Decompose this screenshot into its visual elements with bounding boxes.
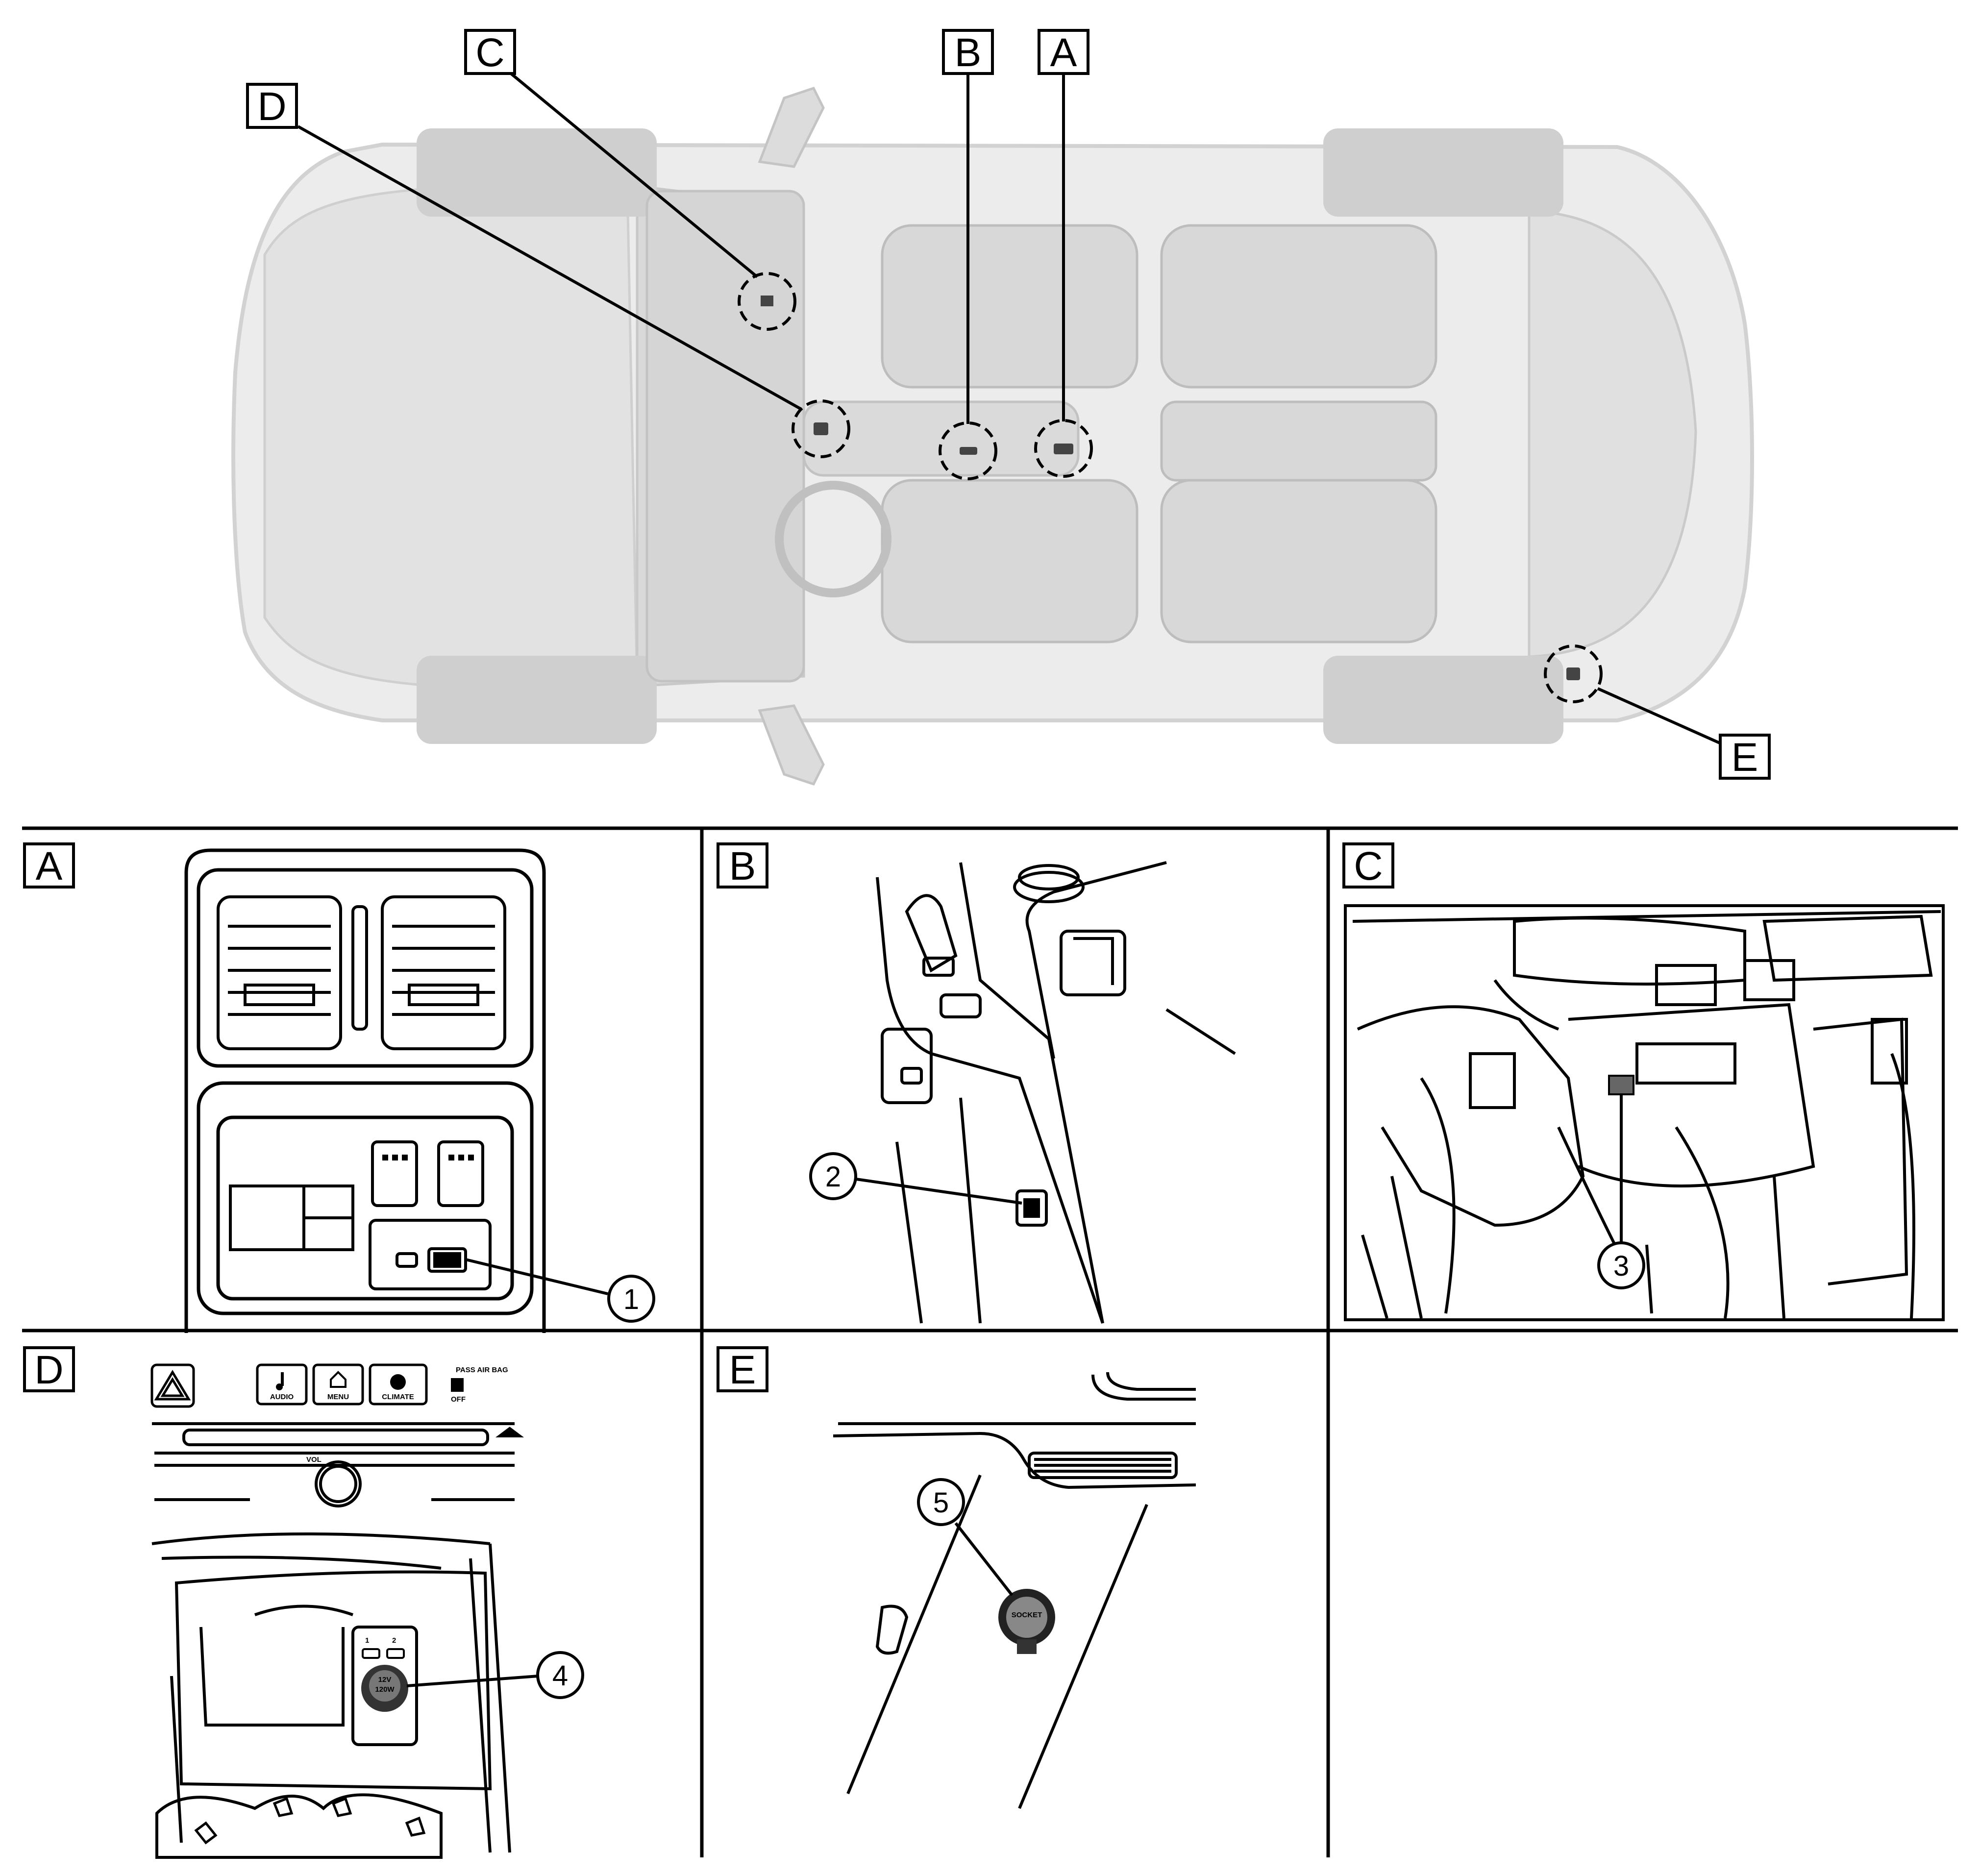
mirror-right (758, 704, 825, 786)
wiring-harness (1352, 910, 1941, 1319)
power-socket-cargo: SOCKET (998, 1589, 1055, 1654)
callout-2-number: 2 (825, 1161, 841, 1193)
rear-console-controls (229, 1140, 492, 1290)
dashed-circle-d (792, 399, 850, 458)
callout-3-number: 3 (1613, 1250, 1629, 1282)
panel-a-label: A (36, 844, 63, 889)
panel-b-label: B (729, 844, 756, 889)
svg-text:D: D (257, 84, 286, 129)
panel-c: C 3 (1342, 842, 1945, 1321)
svg-text:AUDIO: AUDIO (270, 1393, 294, 1401)
svg-text:1: 1 (365, 1636, 369, 1645)
wheel-front-right (417, 656, 657, 744)
cupholder-clips (194, 1797, 426, 1845)
panel-d: D AUDIO MENU CLIMATE PASS AIR BAG OFF (23, 1346, 584, 1859)
panel-c-label: C (1354, 844, 1383, 889)
svg-text:E: E (1732, 735, 1758, 780)
car-overview (231, 86, 1754, 786)
pass-air-bag-label: PASS AIR BAG (456, 1366, 508, 1374)
music-note-icon (276, 1372, 284, 1390)
overview-callouts (297, 71, 1736, 751)
climate-button: CLIMATE (369, 1363, 428, 1406)
callout-5-number: 5 (933, 1487, 949, 1519)
cargo-area-sketch (833, 1372, 1196, 1809)
vol-label: VOL (306, 1456, 322, 1464)
svg-text:B: B (955, 30, 982, 75)
dashed-circle-b (939, 421, 997, 480)
wheel-rear-right (1323, 656, 1563, 744)
dashed-circle-e (1544, 644, 1603, 703)
callout-1-leader (465, 1258, 608, 1295)
overview-labels: C D B A E (246, 29, 1771, 780)
svg-text:MENU: MENU (327, 1393, 349, 1401)
callout-marks (761, 296, 1580, 680)
overview-label-c: C (464, 29, 516, 75)
dashed-circle-a (1034, 419, 1093, 478)
overview-label-d: D (246, 83, 298, 129)
overview-label-e: E (1719, 734, 1771, 780)
callout-2-circle (809, 1152, 857, 1200)
rear-console (184, 848, 546, 1333)
callout-5-leader (954, 1522, 1014, 1596)
photo-frame (1344, 904, 1945, 1321)
panel-grid (22, 826, 1958, 1857)
dashboard (645, 190, 805, 683)
radio-unit (152, 1422, 524, 1507)
panel-a: A (23, 842, 655, 1333)
mirror-left (758, 86, 825, 168)
svg-text:120W: 120W (375, 1685, 395, 1694)
home-icon (330, 1371, 346, 1388)
svg-text:2: 2 (392, 1636, 396, 1645)
seats (881, 224, 1437, 643)
svg-text:CLIMATE: CLIMATE (382, 1393, 414, 1401)
fan-icon (390, 1374, 406, 1390)
callout-4-leader (406, 1675, 539, 1687)
panel-d-label: D (34, 1348, 63, 1392)
svg-text:12V: 12V (378, 1676, 392, 1684)
callout-3-circle (1597, 1241, 1645, 1289)
airbag-icon (451, 1378, 464, 1392)
callout-1-circle (607, 1275, 655, 1323)
overview-label-a: A (1038, 29, 1089, 75)
svg-text:SOCKET: SOCKET (1012, 1611, 1042, 1619)
callout-5-circle (917, 1478, 965, 1526)
front-storage-tray (151, 1532, 511, 1859)
hazard-button (150, 1363, 195, 1408)
power-socket-front: 12V 120W (361, 1665, 408, 1712)
menu-button: MENU (312, 1363, 364, 1406)
panel-e-label: E (729, 1348, 756, 1392)
callout-1-number: 1 (623, 1284, 639, 1315)
rear-vents (217, 895, 506, 1050)
panel-e: E SOCKET 5 (717, 1346, 1196, 1809)
seat-heater-leds (382, 1155, 474, 1160)
callout-4-number: 4 (552, 1660, 568, 1692)
wheel-rear-left (1323, 128, 1563, 217)
air-bag-off-label: OFF (451, 1395, 466, 1404)
panel-b: B 2 (717, 842, 1236, 1324)
callout-4-circle (536, 1651, 584, 1699)
center-console-sketch (876, 861, 1236, 1324)
overview-label-b: B (942, 29, 994, 75)
connector-3 (1608, 1075, 1634, 1095)
steering-wheel (775, 481, 891, 597)
wheel-front-left (417, 128, 657, 217)
dashed-circle-c (738, 272, 796, 331)
car-rear (1528, 209, 1697, 658)
usb-ports-front: 1 2 (362, 1636, 405, 1659)
svg-text:C: C (475, 30, 504, 75)
svg-text:A: A (1050, 30, 1077, 75)
audio-button: AUDIO (256, 1363, 308, 1406)
callout-2-leader (852, 1177, 1022, 1205)
center-console (802, 400, 1080, 477)
usb-port-b-slot (1023, 1198, 1040, 1218)
car-hood (263, 184, 639, 690)
